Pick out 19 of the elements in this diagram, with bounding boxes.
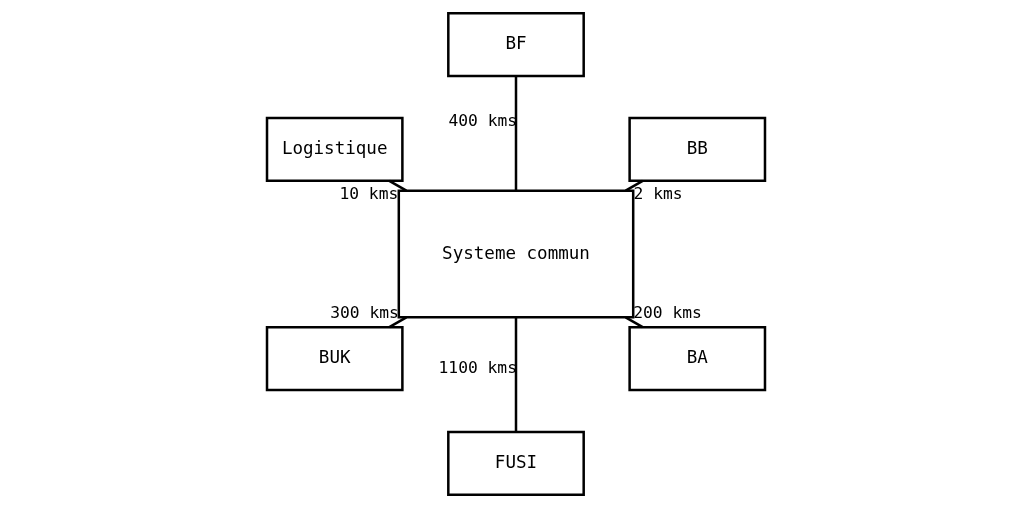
connector bbox=[388, 316, 407, 329]
connector bbox=[388, 179, 407, 192]
connector bbox=[514, 76, 517, 191]
connector bbox=[624, 316, 643, 329]
edge-label: 10 kms bbox=[338, 183, 398, 203]
node-box: FUSI bbox=[446, 430, 585, 496]
edge-label: 200 kms bbox=[632, 302, 702, 322]
node-box: Logistique bbox=[265, 116, 404, 182]
edge-label: 300 kms bbox=[329, 302, 399, 322]
edge-label: 1100 kms bbox=[438, 357, 517, 377]
node-box: Systeme commun bbox=[397, 189, 634, 319]
node-box: BUK bbox=[265, 326, 404, 392]
node-box: BB bbox=[627, 116, 766, 182]
node-box: BF bbox=[446, 12, 585, 78]
node-box: BA bbox=[627, 326, 766, 392]
edge-label: 2 kms bbox=[633, 183, 683, 203]
connector bbox=[624, 179, 643, 192]
connector bbox=[514, 317, 517, 432]
edge-label: 400 kms bbox=[447, 111, 517, 131]
